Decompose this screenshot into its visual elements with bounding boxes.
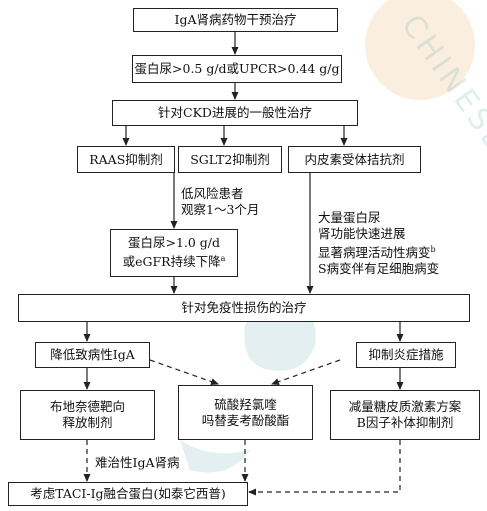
- label-line2: 肾功能快速进展: [318, 226, 406, 241]
- node-label-line1: 减量糖皮质激素方案: [348, 399, 462, 414]
- node-label: 抑制炎症措施: [368, 347, 444, 362]
- node-reduce-pathogenic-iga: 降低致病性IgA: [35, 342, 150, 368]
- node-anti-inflammation: 抑制炎症措施: [356, 342, 456, 368]
- node-iga-drug-intervention: IgA肾病药物干预治疗: [133, 8, 338, 32]
- label-high-risk: 大量蛋白尿 肾功能快速进展 显著病理活动性病变b S病变伴有足细胞病变: [318, 210, 439, 277]
- label-line4: S病变伴有足细胞病变: [318, 261, 440, 277]
- node-label: 考虑TACI-Ig融合蛋白(如泰它西普): [30, 486, 226, 501]
- node-sglt2-inhibitor: SGLT2抑制剂: [178, 146, 282, 173]
- label-line1: 低风险患者: [181, 186, 244, 201]
- footnote-a: a: [220, 254, 226, 264]
- node-ckd-general-treatment: 针对CKD进展的一般性治疗: [112, 100, 358, 126]
- node-label-line1: 蛋白尿>1.0 g/d: [127, 235, 221, 251]
- edge-n10-n12: [271, 359, 341, 385]
- node-endothelin-antagonist: 内皮素受体拮抗剂: [288, 146, 421, 173]
- node-label-line1: 布地奈德靶向: [49, 399, 125, 414]
- label-refractory-iga: 难治性IgA肾病: [95, 455, 179, 471]
- node-label-line2: B因子补体抑制剂: [356, 415, 454, 430]
- node-label: 内皮素受体拮抗剂: [304, 151, 405, 167]
- node-label: 针对免疫性损伤的治疗: [181, 300, 307, 315]
- node-hydroxychloroquine-mmf: 硫酸羟氯喹 吗替麦考酚酸酯: [178, 385, 313, 440]
- node-label-line2: 或eGFR持续下降: [122, 254, 221, 270]
- label-line3: 显著病理活动性病变: [318, 245, 431, 261]
- node-label: 针对CKD进展的一般性治疗: [158, 105, 312, 120]
- edge-n13-n14: [248, 440, 401, 496]
- node-proteinuria-egfr-decline: 蛋白尿>1.0 g/d 或eGFR持续下降a: [110, 229, 238, 277]
- node-label: IgA肾病药物干预治疗: [174, 12, 297, 27]
- node-raas-inhibitor: RAAS抑制剂: [77, 146, 175, 173]
- node-label: SGLT2抑制剂: [190, 151, 270, 167]
- node-reduced-steroid-complement: 减量糖皮质激素方案 B因子补体抑制剂: [330, 390, 480, 440]
- footnote-b: b: [430, 245, 436, 254]
- label-low-risk: 低风险患者 观察1～3个月: [181, 186, 259, 218]
- node-budesonide: 布地奈德靶向 释放制剂: [20, 390, 155, 440]
- edge-n9-n12: [149, 359, 219, 385]
- label-line1: 大量蛋白尿: [318, 210, 381, 225]
- node-proteinuria-threshold: 蛋白尿>0.5 g/d或UPCR>0.44 g/g: [132, 55, 342, 83]
- node-label-line2: 吗替麦考酚酸酯: [201, 412, 290, 428]
- node-immune-injury-treatment: 针对免疫性损伤的治疗: [18, 294, 470, 322]
- node-label-line1: 硫酸羟氯喹: [214, 396, 277, 412]
- node-label: RAAS抑制剂: [89, 151, 163, 167]
- node-label: 降低致病性IgA: [50, 347, 135, 362]
- node-label: 蛋白尿>0.5 g/d或UPCR>0.44 g/g: [134, 61, 340, 76]
- node-taci-ig-fusion: 考虑TACI-Ig融合蛋白(如泰它西普): [8, 482, 248, 506]
- node-label-line2: 释放制剂: [62, 415, 113, 430]
- label-line2: 观察1～3个月: [181, 202, 260, 217]
- label-text: 难治性IgA肾病: [95, 455, 180, 470]
